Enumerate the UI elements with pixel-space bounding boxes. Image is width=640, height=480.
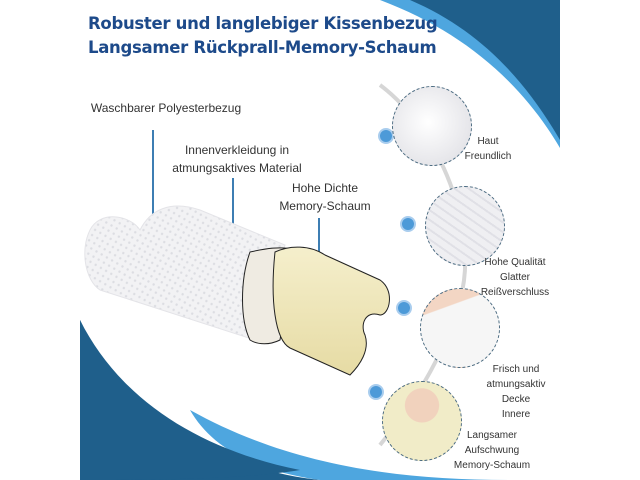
callout-lining-1: Innenverkleidung in [184,143,290,157]
feature-1-line-2: Freundlich [464,151,512,162]
feature-1-text: Haut Freundlich [458,134,518,164]
feature-2-text: Hohe Qualität Glatter Reißverschluss [475,255,555,300]
headline-line-1: Robuster und langlebiger Kissenbezug [88,14,438,33]
feature-3-line-3: Decke [501,394,531,405]
feature-dot-2 [400,216,416,232]
feature-4-text: Langsamer Aufschwung Memory-Schaum [452,428,532,473]
feature-3-text: Frisch und atmungsaktiv Decke Innere [476,362,556,422]
leader-cover [152,130,154,235]
callout-lining-2: atmungsaktives Material [172,161,302,175]
pillow-cross-section [84,205,390,376]
callout-foam-1: Hohe Dichte [291,181,359,195]
leader-lining [232,178,234,263]
feature-3-line-4: Innere [501,409,531,420]
feature-3-line-1: Frisch und [492,364,540,375]
feature-dot-3 [396,300,412,316]
fabric-texture-icon [392,86,472,166]
feature-4-line-3: Memory-Schaum [453,460,531,471]
feature-2-line-1: Hohe Qualität [484,257,546,268]
feature-dot-4 [368,384,384,400]
callout-cover: Waschbarer Polyesterbezug [90,101,242,115]
feature-2-line-2: Glatter [499,272,530,283]
feature-4-line-1: Langsamer [466,430,518,441]
headline-line-2: Langsamer Rückprall-Memory-Schaum [88,38,437,57]
finger-foam-icon [420,288,500,368]
product-infographic: Robuster und langlebiger Kissenbezug Lan… [80,0,560,480]
callout-foam-2: Memory-Schaum [279,199,371,213]
feature-3-line-2: atmungsaktiv [486,379,546,390]
hand-imprint-icon [382,381,462,461]
feature-2-line-3: Reißverschluss [480,287,550,298]
feature-4-line-2: Aufschwung [464,445,520,456]
feature-1-line-1: Haut [477,136,499,147]
zipper-icon [425,186,505,266]
